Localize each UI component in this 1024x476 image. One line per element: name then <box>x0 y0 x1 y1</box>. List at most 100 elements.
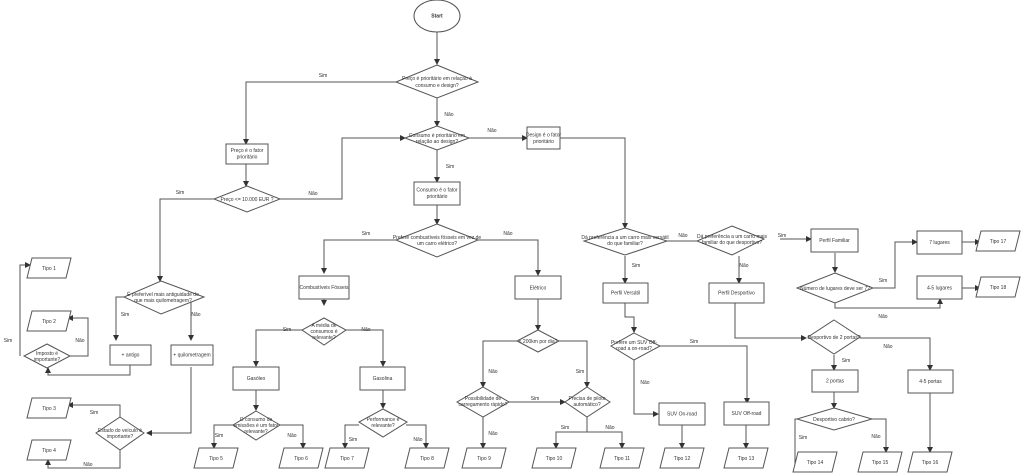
output-label: Tipo 18 <box>990 285 1007 291</box>
process-suv-on-road[interactable]: SUV On-road <box>658 402 706 426</box>
label-yes: Sim <box>690 339 699 345</box>
process-7-seats[interactable]: 7 lugares <box>916 230 963 255</box>
output-tipo-15[interactable]: Tipo 15 <box>857 451 903 473</box>
svg-text:Desportivo cabrio?: Desportivo cabrio? <box>813 417 855 423</box>
decision-autopilot[interactable]: Precisa de piloto automático? <box>564 386 611 418</box>
decision-vehicle-state[interactable]: Estado do veículo é importante? <box>95 416 145 451</box>
output-tipo-8[interactable]: Tipo 8 <box>404 447 450 469</box>
label-yes: Sim <box>778 233 787 239</box>
svg-text:Precisa de piloto: Precisa de piloto <box>569 396 606 402</box>
decision-consumption-priority[interactable]: Consumo é prioritário em relação ao desi… <box>403 125 471 151</box>
svg-text:Perfil Versátil: Perfil Versátil <box>611 291 640 297</box>
decision-tax[interactable]: Imposto é importante? <box>22 343 72 369</box>
decision-age-vs-km[interactable]: É preferível mais antiguidade do que mai… <box>122 280 206 315</box>
output-label: Tipo 1 <box>42 266 56 272</box>
svg-text:emissões é um fator: emissões é um fator <box>233 423 278 429</box>
output-tipo-6[interactable]: Tipo 6 <box>278 447 324 469</box>
decision-fast-charge[interactable]: Possibilidade de carregamento rápido? <box>455 386 511 418</box>
process-older[interactable]: + antigo <box>109 344 152 366</box>
process-more-km[interactable]: + quilometragem <box>170 344 214 366</box>
svg-text:+ antigo: + antigo <box>122 353 140 359</box>
output-tipo-2[interactable]: Tipo 2 <box>26 310 72 332</box>
output-tipo-7[interactable]: Tipo 7 <box>324 447 370 469</box>
process-fossil-fuels[interactable]: Combustíveis Fósseis <box>298 275 350 300</box>
label-no: Não <box>487 128 496 134</box>
decision-emissions[interactable]: O consumo de emissões é um fator relevan… <box>232 410 281 441</box>
output-tipo-14[interactable]: Tipo 14 <box>792 451 838 473</box>
process-versatile-profile[interactable]: Perfil Versátil <box>602 282 649 304</box>
output-tipo-12[interactable]: Tipo 12 <box>659 447 705 469</box>
process-sport-profile[interactable]: Perfil Desportivo <box>708 282 765 304</box>
output-tipo-9[interactable]: Tipo 9 <box>461 447 507 469</box>
decision-2-doors[interactable]: Desportivo de 2 portas? <box>807 319 861 355</box>
process-gasoline[interactable]: Gasolina <box>359 366 406 391</box>
decision-suv[interactable]: Prefere um SUV Off- road a on-road? <box>610 332 662 361</box>
output-label: Tipo 4 <box>42 448 56 454</box>
output-tipo-5[interactable]: Tipo 5 <box>193 447 239 469</box>
label-yes: Sim <box>561 425 570 431</box>
svg-text:Prefere um SUV Off-: Prefere um SUV Off- <box>611 340 657 346</box>
svg-text:Dá preferência a um carro mais: Dá preferência a um carro mais versátil <box>581 235 668 241</box>
svg-text:Desportivo de 2 portas?: Desportivo de 2 portas? <box>807 335 860 341</box>
process-2-doors[interactable]: 2 portas <box>811 369 859 393</box>
process-design-priority[interactable]: Design é o fator prioritário <box>526 126 562 150</box>
svg-text:Imposto é: Imposto é <box>36 351 58 357</box>
svg-text:Elétrico: Elétrico <box>530 286 547 292</box>
output-label: Tipo 16 <box>922 460 939 466</box>
svg-text:Consumo é o fator: Consumo é o fator <box>416 188 457 194</box>
output-tipo-4[interactable]: Tipo 4 <box>26 439 72 461</box>
process-price-priority[interactable]: Preço é o fator prioritário <box>225 143 269 165</box>
output-label: Tipo 6 <box>294 456 308 462</box>
process-family-profile[interactable]: Perfil Familiar <box>810 228 859 253</box>
decision-seats[interactable]: Número de lugares deve ser 7? <box>795 272 875 304</box>
label-yes: Sim <box>349 437 358 443</box>
output-label: Tipo 10 <box>546 456 563 462</box>
label-no: Não <box>444 112 453 118</box>
svg-text:consumos é: consumos é <box>311 329 338 335</box>
svg-text:Prefere combustíveis fósseis e: Prefere combustíveis fósseis em vez de <box>393 235 482 241</box>
svg-text:Preço é prioritário em relação: Preço é prioritário em relação à <box>402 76 472 82</box>
process-consumption-priority[interactable]: Consumo é o fator prioritário <box>413 181 461 206</box>
decision-fossil-fuels[interactable]: Prefere combustíveis fósseis em vez de u… <box>393 223 482 258</box>
label-no: Não <box>871 434 880 440</box>
output-tipo-10[interactable]: Tipo 10 <box>531 447 577 469</box>
start-node[interactable]: Start <box>413 0 461 33</box>
svg-text:road a on-road?: road a on-road? <box>616 346 652 352</box>
edge-labels: Sim Não Não Sim Sim Não Sim Não Sim Não … <box>4 73 893 468</box>
process-diesel[interactable]: Gasóleo <box>232 366 280 391</box>
decision-performance[interactable]: Performance é relevante? <box>358 408 408 438</box>
svg-text:Preço <= 10.000 EUR ?: Preço <= 10.000 EUR ? <box>220 197 273 203</box>
output-tipo-18[interactable]: Tipo 18 <box>975 276 1021 298</box>
svg-text:Preço é o fator: Preço é o fator <box>231 148 264 154</box>
svg-text:SUV Off-road: SUV Off-road <box>732 411 762 417</box>
svg-text:automático?: automático? <box>573 402 600 408</box>
svg-text:SUV On-road: SUV On-road <box>667 412 697 418</box>
label-yes: Sim <box>90 410 99 416</box>
decision-price-limit[interactable]: Preço <= 10.000 EUR ? <box>212 185 282 213</box>
decision-cabrio[interactable]: Desportivo cabrio? <box>795 407 874 431</box>
output-tipo-16[interactable]: Tipo 16 <box>907 451 953 473</box>
label-yes: Sim <box>632 263 641 269</box>
output-tipo-13[interactable]: Tipo 13 <box>723 447 769 469</box>
output-tipo-17[interactable]: Tipo 17 <box>975 230 1021 252</box>
label-yes: Sim <box>576 369 585 375</box>
process-electric[interactable]: Elétrico <box>514 275 562 300</box>
svg-text:+ quilometragem: + quilometragem <box>173 353 210 359</box>
decision-family-vs-sport[interactable]: Dá preferência a um carro mais familiar … <box>695 225 768 256</box>
process-suv-off-road[interactable]: SUV Off-road <box>723 401 770 426</box>
output-tipo-3[interactable]: Tipo 3 <box>26 397 72 419</box>
svg-text:relevante?: relevante? <box>244 429 268 435</box>
process-4-5-seats[interactable]: 4-5 lugares <box>916 275 963 300</box>
label-no: Não <box>883 344 892 350</box>
decision-200km[interactable]: < 200km por dia? <box>515 329 561 353</box>
output-tipo-1[interactable]: Tipo 1 <box>26 257 72 279</box>
output-tipo-11[interactable]: Tipo 11 <box>599 447 645 469</box>
decision-avg-consumption[interactable]: A média de consumos é relevante? <box>301 317 347 346</box>
decision-price-priority[interactable]: Preço é prioritário em relação à consumo… <box>394 64 480 99</box>
process-4-5-doors[interactable]: 4-5 portas <box>907 369 954 394</box>
decision-versatile[interactable]: Dá preferência a um carro mais versátil … <box>581 227 669 256</box>
label-yes: Sim <box>283 327 292 333</box>
outputs: Tipo 1 Tipo 2 Tipo 3 Tipo 4 Tipo 5 Tipo 6 Tipo… <box>26 230 1021 473</box>
output-label: Tipo 5 <box>209 456 223 462</box>
